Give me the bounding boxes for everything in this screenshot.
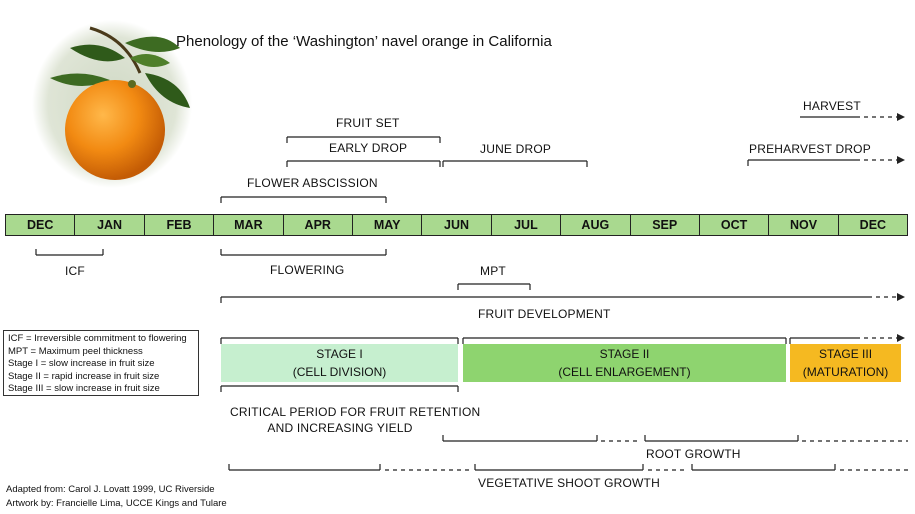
month-cell: APR: [283, 214, 353, 236]
label-fruit-set: FRUIT SET: [336, 116, 400, 130]
stage-2-desc: (CELL ENLARGEMENT): [558, 365, 691, 379]
label-icf: ICF: [65, 264, 85, 278]
orange-fruit-image: [30, 18, 195, 190]
legend-item: Stage III = slow increase in fruit size: [8, 383, 160, 394]
label-fruit-development: FRUIT DEVELOPMENT: [478, 307, 611, 321]
label-mpt: MPT: [480, 264, 506, 278]
stage-3-desc: (MATURATION): [802, 365, 889, 379]
stage-3-name: STAGE III: [818, 347, 873, 361]
label-early-drop: EARLY DROP: [329, 141, 408, 155]
month-cell: JUN: [422, 214, 492, 236]
month-cell: MAY: [352, 214, 423, 236]
label-flowering: FLOWERING: [270, 263, 345, 277]
legend-item: Stage II = rapid increase in fruit size: [8, 370, 160, 382]
month-cell: MAR: [214, 214, 284, 236]
stage-3-box: STAGE III (MATURATION): [790, 344, 901, 382]
label-preharvest-drop: PREHARVEST DROP: [749, 142, 871, 156]
critical-period-line-1: CRITICAL PERIOD FOR FRUIT RETENTION: [230, 405, 481, 419]
month-cell: OCT: [699, 214, 770, 236]
legend-item: MPT = Maximum peel thickness: [8, 345, 143, 357]
label-flower-abscission: FLOWER ABSCISSION: [247, 176, 378, 190]
month-cell: JUL: [491, 214, 562, 236]
label-critical-period: CRITICAL PERIOD FOR FRUIT RETENTION AND …: [230, 404, 481, 436]
month-cell: AUG: [561, 214, 631, 236]
stage-1-name: STAGE I: [316, 347, 363, 361]
stage-1-desc: (CELL DIVISION): [292, 365, 387, 379]
abbreviation-legend: ICF = Irreversible commitment to floweri…: [3, 330, 199, 396]
critical-period-line-2: AND INCREASING YIELD: [267, 421, 413, 435]
credits: Adapted from: Carol J. Lovatt 1999, UC R…: [6, 483, 227, 511]
diagram-title: Phenology of the ‘Washington’ navel oran…: [176, 33, 552, 50]
credit-line: Adapted from: Carol J. Lovatt 1999, UC R…: [6, 484, 215, 495]
month-cell: DEC: [5, 214, 76, 236]
label-root-growth: ROOT GROWTH: [646, 447, 741, 461]
month-timeline: DEC JAN FEB MAR APR MAY JUN JUL AUG SEP …: [5, 214, 909, 236]
stage-2-box: STAGE II (CELL ENLARGEMENT): [463, 344, 786, 382]
stage-2-name: STAGE II: [599, 347, 650, 361]
month-cell: DEC: [838, 214, 909, 236]
month-cell: JAN: [75, 214, 145, 236]
legend-item: Stage I = slow increase in fruit size: [8, 358, 155, 369]
month-cell: SEP: [630, 214, 700, 236]
label-june-drop: JUNE DROP: [480, 142, 552, 156]
credit-line: Artwork by: Francielle Lima, UCCE Kings …: [6, 498, 227, 509]
label-harvest: HARVEST: [803, 99, 861, 113]
month-cell: FEB: [144, 214, 215, 236]
month-cell: NOV: [769, 214, 839, 236]
stage-1-box: STAGE I (CELL DIVISION): [221, 344, 458, 382]
legend-item: ICF = Irreversible commitment to floweri…: [8, 333, 187, 344]
label-vegetative-shoot-growth: VEGETATIVE SHOOT GROWTH: [478, 476, 660, 490]
